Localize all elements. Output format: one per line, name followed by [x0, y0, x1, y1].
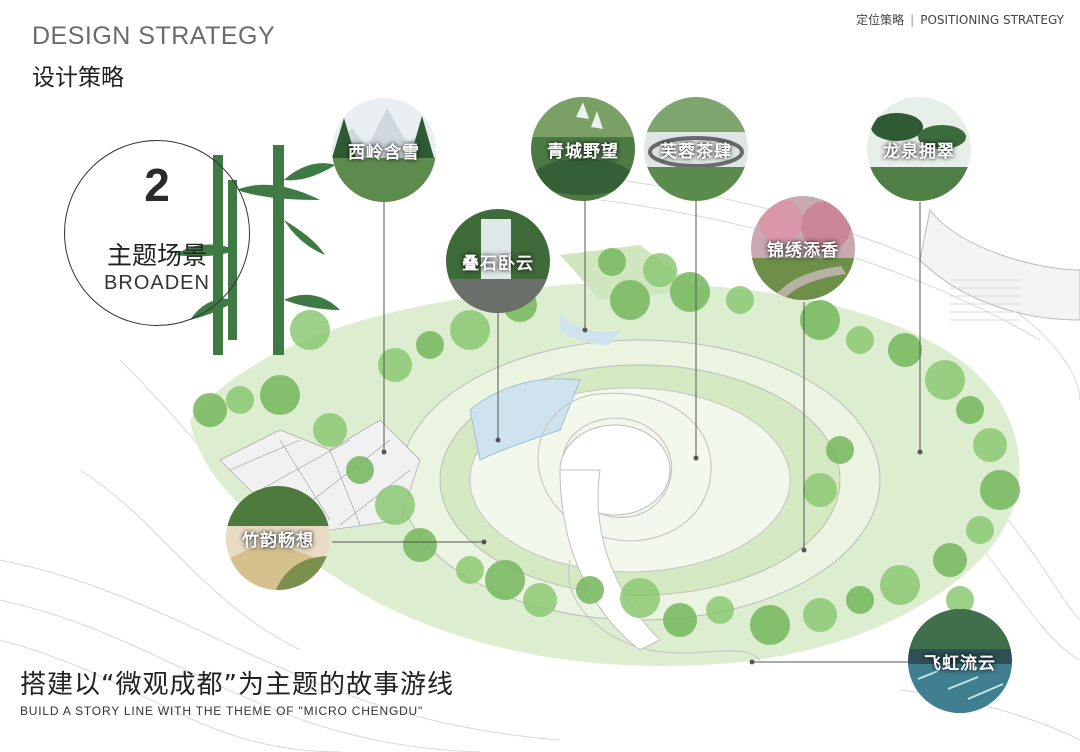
- tree-canopy: [956, 396, 984, 424]
- scene-zhuyun-dream: 竹韵畅想: [226, 486, 330, 590]
- tree-canopy: [346, 456, 374, 484]
- tree-canopy: [706, 596, 734, 624]
- tree-canopy: [888, 333, 922, 367]
- tree-canopy: [726, 286, 754, 314]
- page-title-cn: 设计策略: [32, 58, 124, 92]
- scene-label: 西岭含雪: [332, 98, 436, 202]
- footer-title-en: BUILD A STORY LINE WITH THE THEME OF "MI…: [20, 704, 423, 718]
- scene-label: 叠石卧云: [446, 209, 550, 313]
- tree-canopy: [643, 253, 677, 287]
- tree-canopy: [226, 386, 254, 414]
- tree-canopy: [800, 300, 840, 340]
- tree-canopy: [826, 436, 854, 464]
- badge-title-en: BROADEN: [64, 272, 250, 295]
- scene-label: 芙蓉茶肆: [644, 97, 748, 201]
- tree-canopy: [933, 543, 967, 577]
- section-label-en: POSITIONING STRATEGY: [920, 13, 1064, 27]
- tree-canopy: [416, 331, 444, 359]
- badge-title-cn: 主题场景: [64, 236, 250, 272]
- scene-label: 青城野望: [531, 97, 635, 201]
- tree-canopy: [598, 248, 626, 276]
- scene-label: 飞虹流云: [908, 609, 1012, 713]
- tree-canopy: [610, 280, 650, 320]
- tree-canopy: [378, 348, 412, 382]
- tree-canopy: [803, 598, 837, 632]
- tree-canopy: [663, 603, 697, 637]
- building-terraces: [920, 210, 1080, 320]
- tree-canopy: [375, 485, 415, 525]
- page-title-en: DESIGN STRATEGY: [32, 22, 275, 51]
- tree-canopy: [925, 360, 965, 400]
- badge-number: 2: [64, 158, 250, 212]
- scene-longquan-green: 龙泉拥翠: [867, 97, 971, 201]
- tree-canopy: [450, 310, 490, 350]
- tree-canopy: [846, 326, 874, 354]
- tree-canopy: [403, 528, 437, 562]
- tree-canopy: [456, 556, 484, 584]
- tree-canopy: [260, 375, 300, 415]
- tree-canopy: [620, 578, 660, 618]
- scene-label: 龙泉拥翠: [867, 97, 971, 201]
- scene-label: 锦绣添香: [751, 196, 855, 300]
- scene-diesh-clouds: 叠石卧云: [446, 209, 550, 313]
- tree-canopy: [576, 576, 604, 604]
- tree-canopy: [290, 310, 330, 350]
- scene-qingcheng-view: 青城野望: [531, 97, 635, 201]
- tree-canopy: [846, 586, 874, 614]
- tree-canopy: [523, 583, 557, 617]
- footer-title-cn: 搭建以“微观成都”为主题的故事游线: [20, 664, 454, 701]
- scene-feihong-clouds: 飞虹流云: [908, 609, 1012, 713]
- tree-canopy: [973, 428, 1007, 462]
- scene-label: 竹韵畅想: [226, 486, 330, 590]
- tree-canopy: [980, 470, 1020, 510]
- tree-canopy: [313, 413, 347, 447]
- tree-canopy: [966, 516, 994, 544]
- tree-canopy: [880, 565, 920, 605]
- tree-canopy: [750, 605, 790, 645]
- tree-canopy: [485, 560, 525, 600]
- scene-xiling-snow: 西岭含雪: [332, 98, 436, 202]
- tree-canopy: [193, 393, 227, 427]
- section-label-cn: 定位策略: [856, 13, 904, 27]
- tree-canopy: [670, 272, 710, 312]
- tree-canopy: [803, 473, 837, 507]
- scene-furong-tea: 芙蓉茶肆: [644, 97, 748, 201]
- scene-jinxiu-fragrance: 锦绣添香: [751, 196, 855, 300]
- section-label: 定位策略|POSITIONING STRATEGY: [856, 11, 1064, 28]
